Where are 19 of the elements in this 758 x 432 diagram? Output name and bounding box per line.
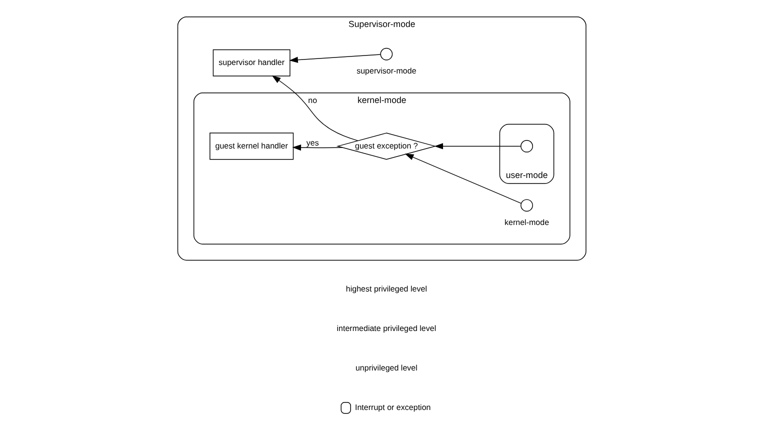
arrow bbox=[288, 54, 380, 63]
legend-label: Interrupt or exception bbox=[354, 402, 430, 412]
node-box: supervisor handler bbox=[212, 49, 290, 76]
edge-label: yes bbox=[306, 138, 318, 148]
node-circle bbox=[520, 199, 532, 212]
arrow bbox=[292, 144, 342, 151]
arrow bbox=[434, 143, 521, 150]
label: highest privileged level bbox=[345, 284, 426, 294]
node-circle bbox=[380, 48, 392, 60]
node-circle bbox=[520, 140, 532, 152]
cluster: user-mode bbox=[498, 124, 554, 184]
node-label: kernel-mode bbox=[504, 218, 549, 227]
edge-label: no bbox=[308, 96, 317, 105]
node-box: guest kernel handler bbox=[209, 132, 294, 160]
node-label: supervisor-mode bbox=[356, 66, 416, 76]
arrow bbox=[404, 154, 521, 204]
arrow bbox=[271, 75, 358, 142]
label: intermediate privileged level bbox=[336, 324, 436, 333]
label: unprivileged level bbox=[354, 363, 417, 372]
